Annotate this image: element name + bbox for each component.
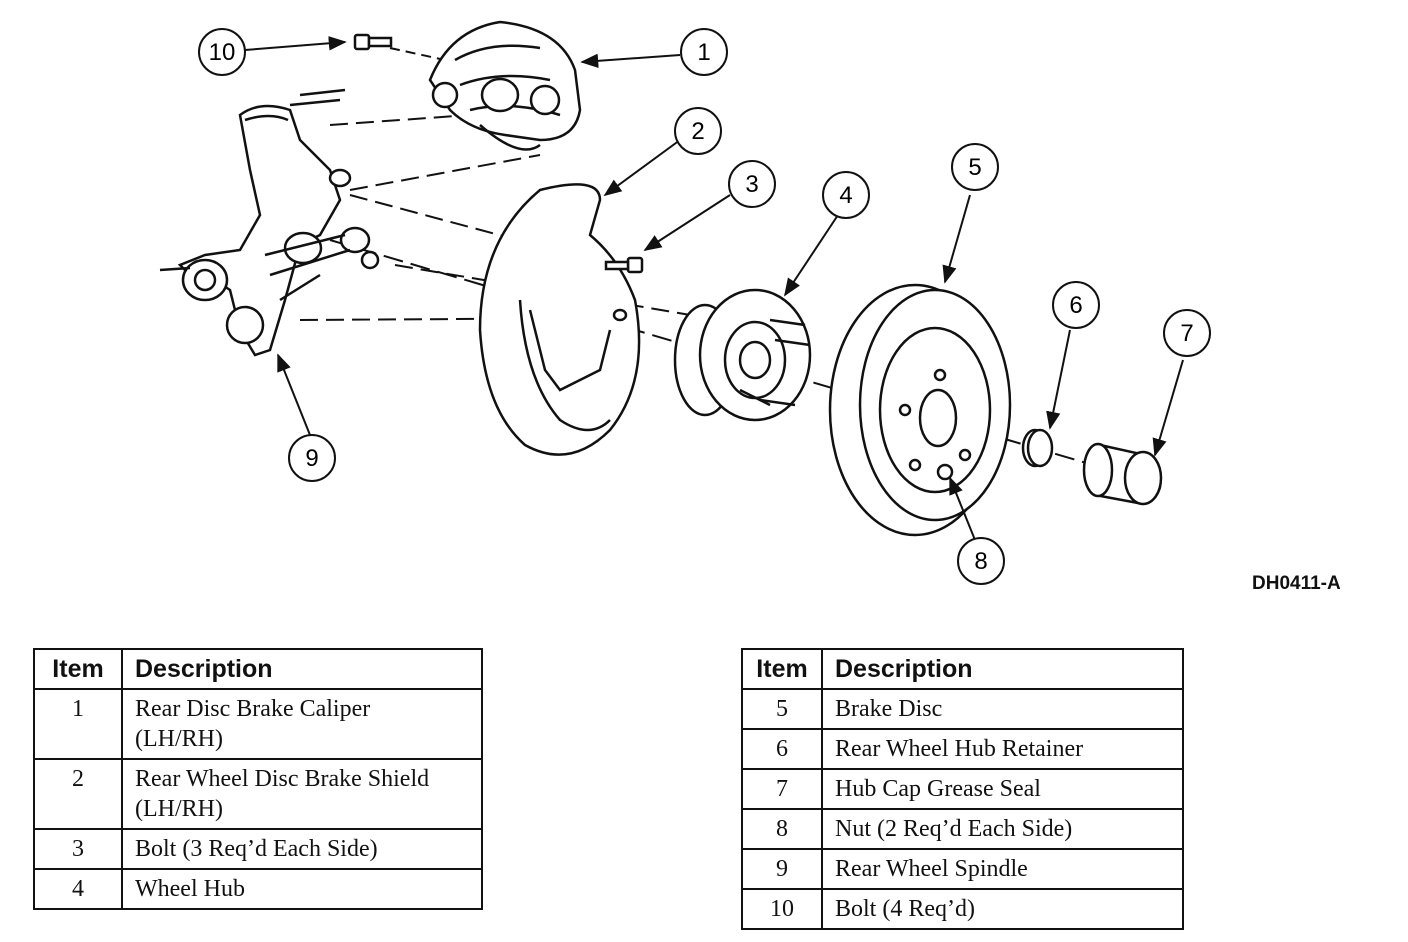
hub-retainer-drawing	[1021, 428, 1054, 468]
callout-number: 3	[745, 171, 758, 198]
callout-1: 1	[680, 28, 728, 76]
table-row: 2 Rear Wheel Disc Brake Shield (LH/RH)	[33, 758, 483, 830]
callout-number: 8	[974, 548, 987, 575]
callout-number: 9	[305, 445, 318, 472]
item-number-cell: 6	[741, 728, 823, 770]
callout-2: 2	[674, 107, 722, 155]
description-cell: Hub Cap Grease Seal	[821, 768, 1184, 810]
leader-lines	[244, 36, 1184, 541]
table-row: 5 Brake Disc	[741, 688, 1184, 730]
table-header-row: Item Description	[741, 648, 1184, 690]
description-cell: Bolt (4 Req’d)	[821, 888, 1184, 930]
description-line: Wheel Hub	[135, 876, 245, 902]
description-line: Rear Wheel Spindle	[835, 856, 1028, 882]
description-column-header: Description	[821, 648, 1184, 690]
figure-code: DH0411-A	[1252, 573, 1341, 594]
item-number-cell: 7	[741, 768, 823, 810]
callout-number: 5	[968, 154, 981, 181]
table-row: 3 Bolt (3 Req’d Each Side)	[33, 828, 483, 870]
description-line: Rear Wheel Hub Retainer	[835, 736, 1084, 762]
description-cell: Nut (2 Req’d Each Side)	[821, 808, 1184, 850]
table-row: 10 Bolt (4 Req’d)	[741, 888, 1184, 930]
callout-9: 9	[288, 434, 336, 482]
brake-shield-drawing	[478, 183, 641, 456]
description-line: Brake Disc	[835, 696, 943, 722]
description-line: Rear Disc Brake Caliper	[135, 696, 371, 722]
table-header-row: Item Description	[33, 648, 483, 690]
callout-4: 4	[822, 171, 870, 219]
description-column-header: Description	[121, 648, 483, 690]
exploded-view-diagram: 1 2 3 4 5 6 7 8 9 10	[159, 20, 1211, 585]
description-cell: Rear Wheel Hub Retainer	[821, 728, 1184, 770]
callout-number: 2	[691, 118, 704, 145]
item-number-cell: 5	[741, 688, 823, 730]
description-cell: Bolt (3 Req’d Each Side)	[121, 828, 483, 870]
shield-bolt-drawing	[604, 256, 644, 274]
description-line: (LH/RH)	[135, 796, 223, 822]
item-number-cell: 9	[741, 848, 823, 890]
callout-number: 1	[697, 39, 710, 66]
callout-number: 10	[209, 39, 236, 66]
callout-8: 8	[957, 537, 1005, 585]
description-cell: Rear Wheel Spindle	[821, 848, 1184, 890]
callout-number: 7	[1180, 320, 1193, 347]
table-row: 1 Rear Disc Brake Caliper (LH/RH)	[33, 688, 483, 760]
brake-disc-drawing	[828, 283, 1012, 537]
description-line: Bolt (3 Req’d Each Side)	[135, 836, 378, 862]
item-number-cell: 3	[33, 828, 123, 870]
callout-number: 4	[839, 182, 852, 209]
item-column-header: Item	[741, 648, 823, 690]
item-number-cell: 10	[741, 888, 823, 930]
table-row: 4 Wheel Hub	[33, 868, 483, 910]
item-number-cell: 2	[33, 758, 123, 830]
wheel-hub-drawing	[673, 288, 812, 422]
table-row: 9 Rear Wheel Spindle	[741, 848, 1184, 890]
description-cell: Wheel Hub	[121, 868, 483, 910]
item-number-cell: 4	[33, 868, 123, 910]
description-line: Rear Wheel Disc Brake Shield	[135, 766, 430, 792]
table-row: 8 Nut (2 Req’d Each Side)	[741, 808, 1184, 850]
item-column-header: Item	[33, 648, 123, 690]
description-line: (LH/RH)	[135, 726, 223, 752]
rear-wheel-spindle-drawing	[159, 88, 380, 357]
callout-6: 6	[1052, 281, 1100, 329]
description-line: Nut (2 Req’d Each Side)	[835, 816, 1073, 842]
description-cell: Rear Disc Brake Caliper (LH/RH)	[121, 688, 483, 760]
callout-3: 3	[728, 160, 776, 208]
brake-caliper-drawing	[428, 20, 582, 151]
description-line: Bolt (4 Req’d)	[835, 896, 975, 922]
table-row: 7 Hub Cap Grease Seal	[741, 768, 1184, 810]
description-line: Hub Cap Grease Seal	[835, 776, 1041, 802]
table-row: 6 Rear Wheel Hub Retainer	[741, 728, 1184, 770]
description-cell: Brake Disc	[821, 688, 1184, 730]
item-number-cell: 1	[33, 688, 123, 760]
callout-10: 10	[198, 28, 246, 76]
callout-7: 7	[1163, 309, 1211, 357]
callout-number: 6	[1069, 292, 1082, 319]
item-number-cell: 8	[741, 808, 823, 850]
grease-seal-drawing	[1082, 442, 1163, 506]
caliper-bolt-drawing	[353, 33, 393, 51]
callout-5: 5	[951, 143, 999, 191]
description-cell: Rear Wheel Disc Brake Shield (LH/RH)	[121, 758, 483, 830]
